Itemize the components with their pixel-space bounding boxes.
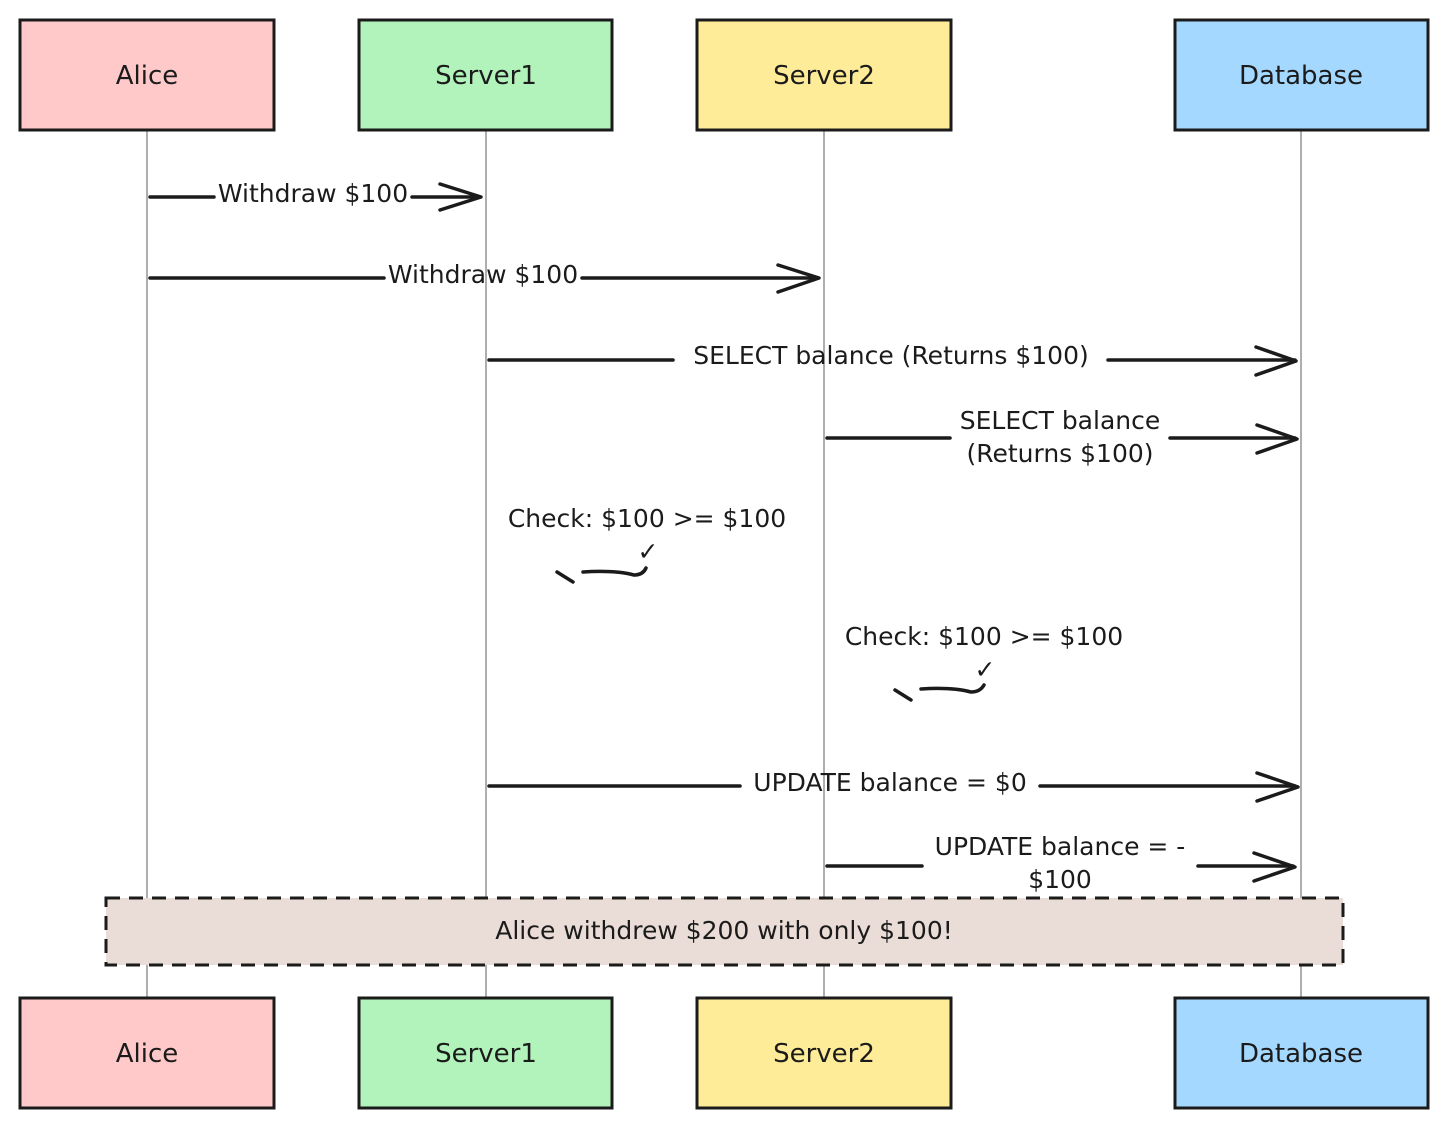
actor-label: Server1 <box>435 61 537 91</box>
message-label: Check: $100 >= $100 <box>508 504 786 533</box>
actor-box <box>1173 18 1430 132</box>
message-label: SELECT balance (Returns $100) <box>693 341 1089 370</box>
actor-database-bottom: Database <box>1173 996 1430 1110</box>
actor-label: Server1 <box>435 1039 537 1069</box>
checkmark-icon: ✓ <box>638 537 659 566</box>
message-label: UPDATE balance = - <box>935 832 1186 861</box>
self-loop-stroke <box>893 688 913 702</box>
actor-box <box>357 996 614 1110</box>
actor-box <box>357 18 614 132</box>
message-select-server2: SELECT balance (Returns $100) <box>825 406 1299 468</box>
checkmark-icon: ✓ <box>975 655 996 684</box>
actor-box <box>695 18 953 132</box>
actor-label: Server2 <box>773 1039 875 1069</box>
self-loop-stroke <box>919 683 986 694</box>
actor-alice-bottom: Alice <box>18 996 276 1110</box>
message-label: (Returns $100) <box>966 439 1153 468</box>
self-message-check-server2: Check: $100 >= $100 ✓ <box>845 622 1123 702</box>
actor-server1-top: Server1 <box>357 18 614 132</box>
self-message-check-server1: Check: $100 >= $100 ✓ <box>508 504 786 584</box>
message-withdraw-server2: Withdraw $100 <box>148 260 821 294</box>
actor-alice-top: Alice <box>18 18 276 132</box>
actor-label: Server2 <box>773 61 875 91</box>
actor-label: Alice <box>116 61 179 91</box>
note-text: Alice withdrew $200 with only $100! <box>495 916 953 945</box>
self-loop-stroke <box>581 566 648 577</box>
message-select-server1: SELECT balance (Returns $100) <box>487 341 1298 377</box>
arrowhead-icon <box>776 263 821 294</box>
arrowhead-icon <box>438 182 483 212</box>
actor-box <box>18 18 276 132</box>
lifelines <box>146 130 1302 998</box>
actor-box <box>695 996 953 1110</box>
actor-database-top: Database <box>1173 18 1430 132</box>
actor-server2-bottom: Server2 <box>695 996 953 1110</box>
arrowhead-icon <box>1255 423 1299 455</box>
message-update-server1: UPDATE balance = $0 <box>487 768 1300 803</box>
message-update-server2: UPDATE balance = - $100 <box>825 832 1297 894</box>
message-withdraw-server1: Withdraw $100 <box>148 179 483 212</box>
message-label: $100 <box>1028 865 1092 894</box>
arrowhead-icon <box>1255 771 1300 803</box>
message-label: UPDATE balance = $0 <box>753 768 1026 797</box>
actor-label: Database <box>1239 1039 1363 1069</box>
note-box <box>104 896 1345 967</box>
note-race-condition: Alice withdrew $200 with only $100! <box>104 896 1345 967</box>
arrowhead-icon <box>1254 345 1298 377</box>
actor-box <box>1173 996 1430 1110</box>
actor-server1-bottom: Server1 <box>357 996 614 1110</box>
message-label: Withdraw $100 <box>218 179 408 208</box>
self-loop-stroke <box>555 570 575 584</box>
arrowhead-icon <box>1252 851 1297 883</box>
actor-label: Alice <box>116 1039 179 1069</box>
actor-label: Database <box>1239 61 1363 91</box>
actor-box <box>18 996 276 1110</box>
message-label: Withdraw $100 <box>388 260 578 289</box>
actor-server2-top: Server2 <box>695 18 953 132</box>
message-label: SELECT balance <box>960 406 1161 435</box>
message-label: Check: $100 >= $100 <box>845 622 1123 651</box>
